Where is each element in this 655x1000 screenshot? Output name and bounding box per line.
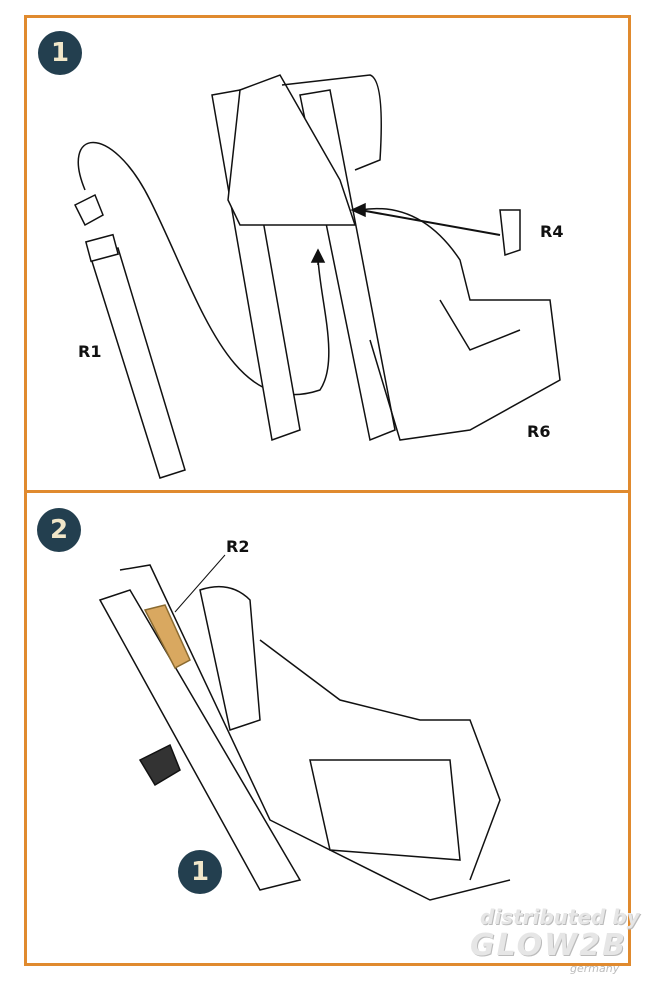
label-r2: R2 [226,537,250,556]
watermark-line3: germany [570,962,620,975]
step-1-badge: 1 [38,31,82,75]
part-r1-tube [73,141,330,479]
watermark-logo: GLOW2B [470,928,628,963]
label-r6: R6 [527,422,551,441]
step-2-badge: 2 [37,508,81,552]
label-r1: R1 [78,342,102,361]
watermark-line1: distributed by [480,905,640,929]
ejection-seat-step2 [98,554,511,901]
step-1-callout-badge: 1 [178,850,222,894]
label-r4: R4 [540,222,564,241]
ejection-seat-step1 [211,74,561,442]
